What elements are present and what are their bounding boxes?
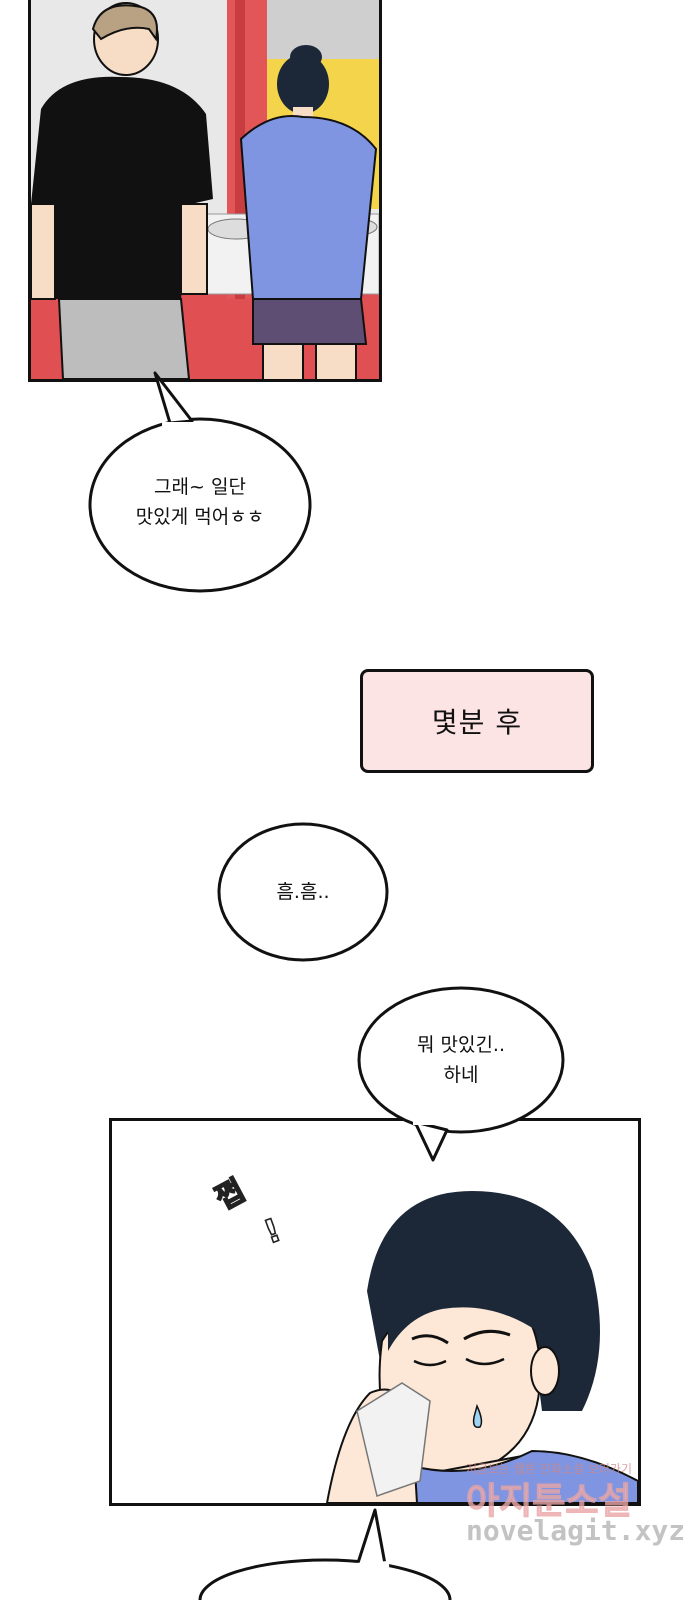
speech-bubble-4-partial	[198, 1508, 452, 1600]
bubble-3-line-1: 뭐 맛있긴..	[416, 1034, 506, 1056]
time-caption-box: 몇분 후	[360, 669, 594, 773]
woman-figure	[239, 45, 378, 379]
watermark-url: novelagit.xyz	[466, 1514, 686, 1547]
woman-closeup-illustration	[112, 1121, 638, 1503]
watermark-tagline: 지금보는 웹툰 만화소설 보러가기	[466, 1462, 633, 1476]
time-caption-text: 몇분 후	[431, 706, 523, 739]
speech-bubble-3-text: 뭐 맛있긴.. 하네	[355, 1030, 567, 1090]
speech-bubble-1	[88, 371, 312, 593]
man-figure	[31, 2, 213, 379]
bubble-3-line-2: 하네	[443, 1064, 479, 1086]
speech-bubble-1-text: 그래~ 일단 맛있게 먹어ㅎㅎ	[90, 472, 310, 532]
speech-bubble-2	[217, 822, 389, 962]
couple-illustration	[31, 0, 379, 379]
speech-bubble-2-text: 흠.흠..	[276, 881, 330, 903]
panel-woman-eating	[109, 1118, 641, 1506]
bubble-1-line-2: 맛있게 먹어ㅎㅎ	[135, 506, 265, 528]
watermark-site-name: 아지툰소설	[466, 1481, 633, 1523]
speech-bubble-3	[357, 986, 565, 1162]
bubble-1-line-1: 그래~ 일단	[154, 476, 246, 498]
panel-couple-at-counter	[28, 0, 382, 382]
